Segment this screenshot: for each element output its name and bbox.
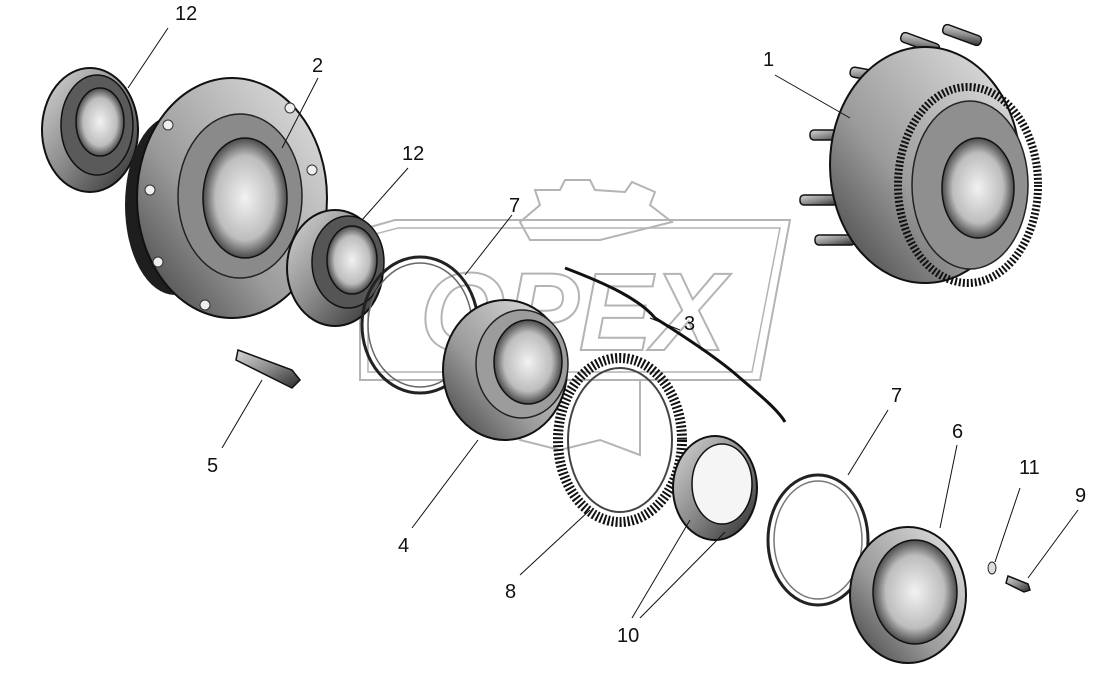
part-cover-6 [849,526,967,664]
watermark: OPEX [359,179,792,457]
leader-11b [639,531,726,619]
callout-3: 3 [684,313,695,335]
part-ring-4 [442,299,569,441]
callout-12a: 12 [175,3,197,25]
callout-4: 4 [398,535,409,557]
callout-labels: 12 2 12 1 7 3 5 4 8 10 7 6 11 9 [175,3,1086,647]
part-hub-2 [125,77,328,319]
leader-7a [464,214,513,276]
part-wire-3 [564,266,787,423]
part-bearing-12a [41,67,139,193]
callout-8: 8 [505,581,516,603]
part-stud-5 [235,348,302,389]
leader-2 [281,77,319,149]
part-hub-assembly-1 [799,23,1042,287]
callout-10: 11 [1019,457,1040,479]
part-rings-11 [672,435,758,541]
leader-lines [127,27,1079,619]
callout-9: 9 [1075,485,1086,507]
leader-10 [994,487,1021,563]
leader-1 [774,74,851,119]
callout-11: 10 [617,625,639,647]
leader-5 [221,379,263,449]
leader-11a [631,519,691,619]
leader-3 [649,317,681,331]
part-ring-gear-8 [553,353,687,527]
part-bearing-12b [286,209,385,327]
watermark-gear-icon [518,179,675,241]
leader-6 [939,444,958,529]
callout-1: 1 [763,49,774,71]
part-gasket-7b [766,473,870,607]
leader-12a [127,27,169,89]
callout-12b: 12 [402,143,424,165]
part-washer-10 [987,561,997,575]
leader-7b [847,409,889,476]
part-bolt-9 [1005,574,1031,593]
callout-7b: 7 [891,385,902,407]
leader-12b [361,167,409,221]
leader-4 [411,439,479,529]
leader-9 [1027,509,1079,579]
leader-8 [519,509,591,576]
callout-7a: 7 [509,195,520,217]
callout-2: 2 [312,55,323,77]
callout-6: 6 [952,421,963,443]
callout-5: 5 [207,455,218,477]
